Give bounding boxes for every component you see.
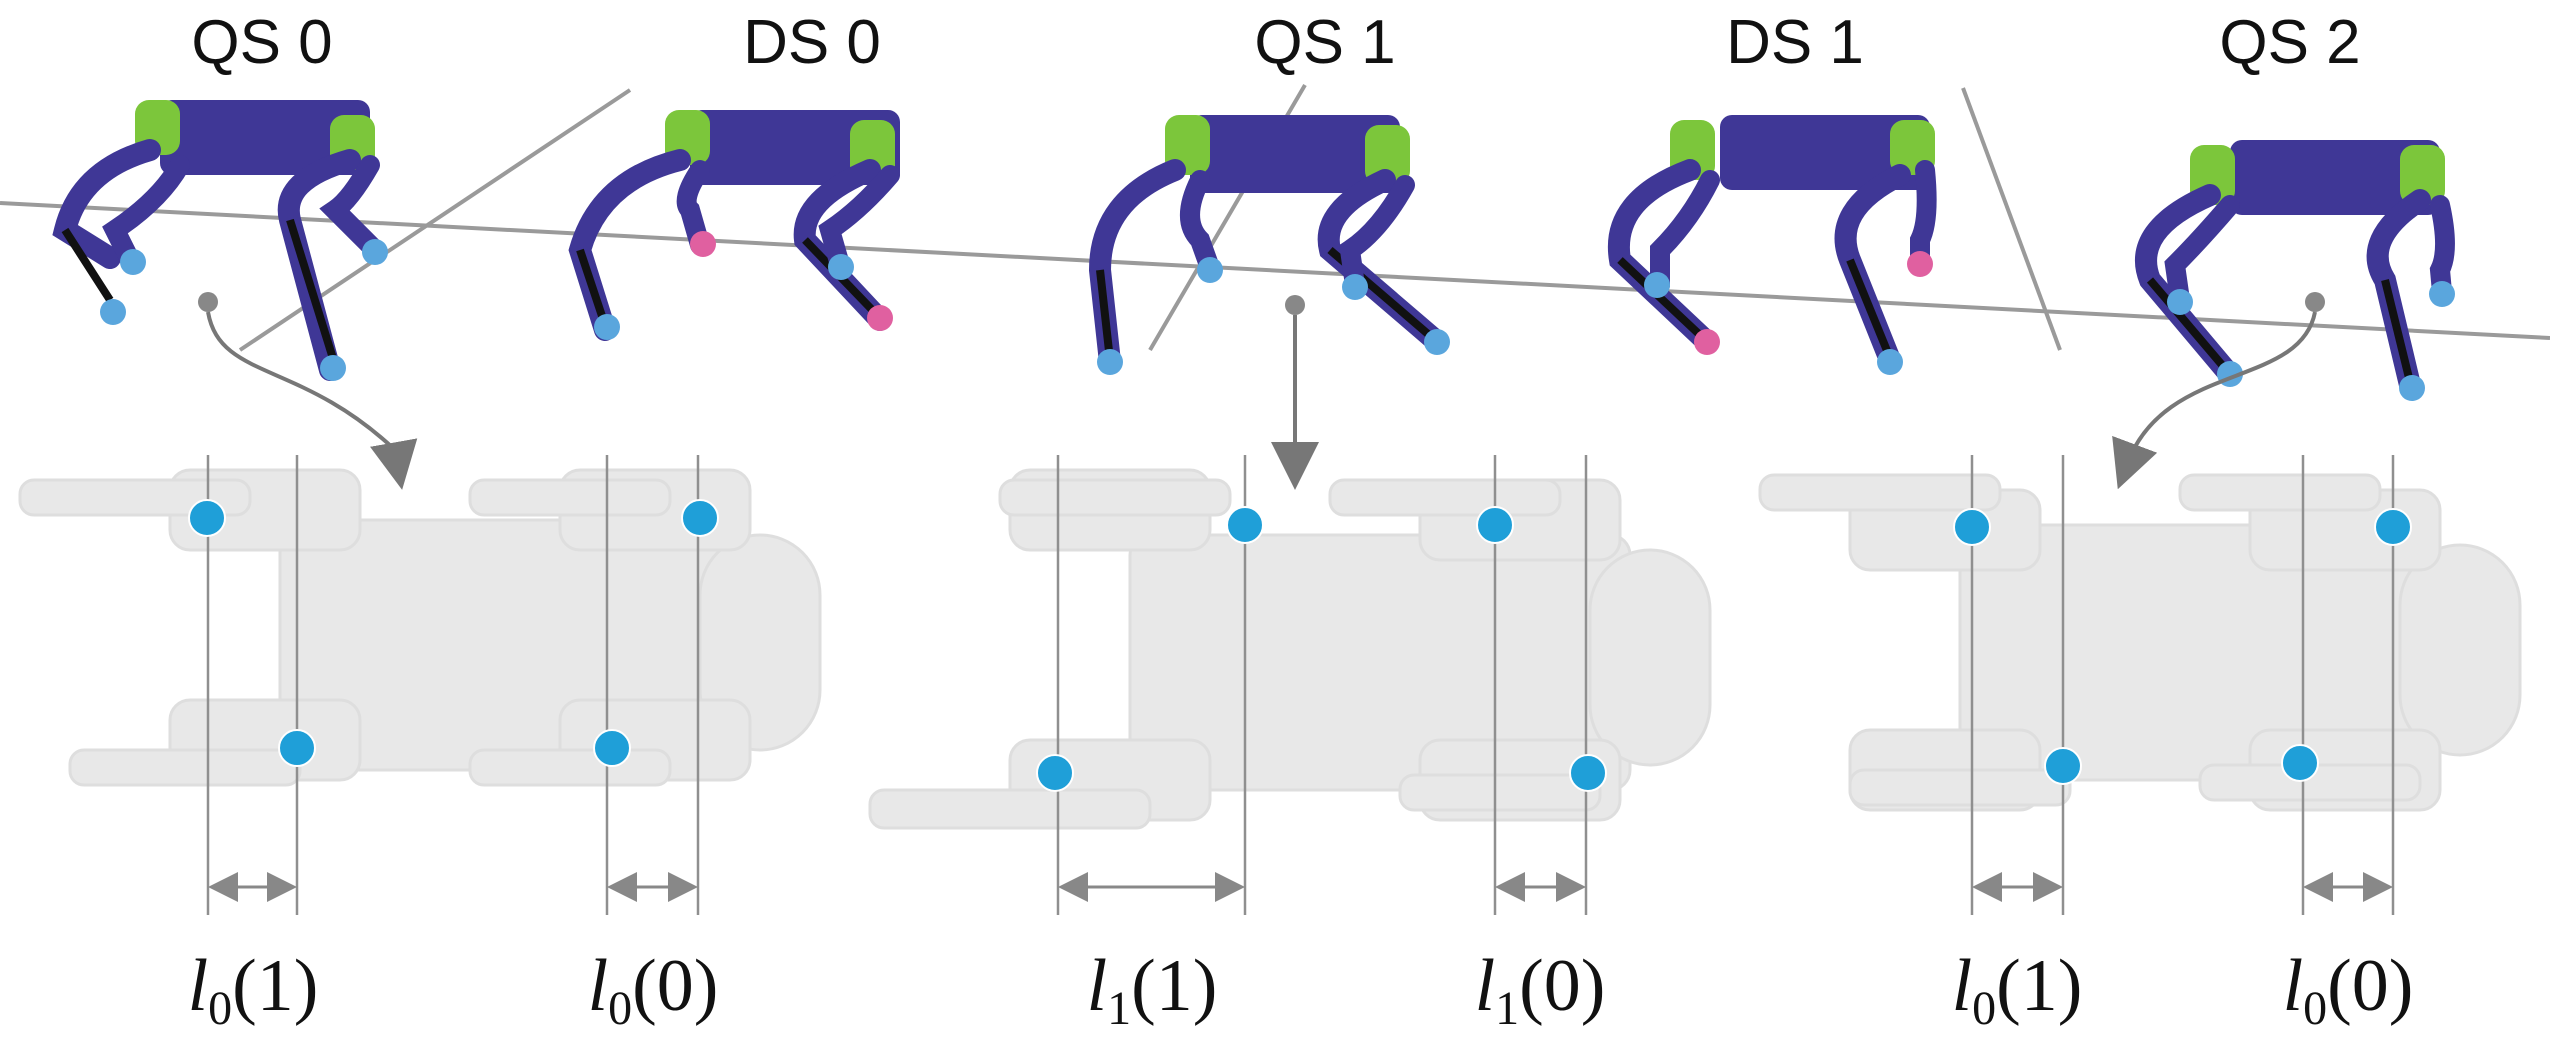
stance-foot: [2167, 289, 2193, 315]
foot-marker: [2044, 747, 2082, 785]
phase-title-qs1: QS 1: [1254, 8, 1395, 77]
curved-arrow-icon: [2112, 311, 2317, 490]
phase-title-qs0: QS 0: [191, 8, 332, 77]
phase-title-qs2: QS 2: [2219, 8, 2360, 77]
foot-marker: [2281, 744, 2319, 782]
swing-foot: [1694, 329, 1720, 355]
phase-title-ds0: DS 0: [743, 8, 881, 77]
foot-marker: [1036, 754, 1074, 792]
stance-foot: [828, 254, 854, 280]
com-marker: [2305, 292, 2325, 312]
phase-titles: QS 0 DS 0 QS 1 DS 1 QS 2: [191, 8, 2360, 77]
robot-top-view-icon: [868, 468, 1712, 830]
swing-foot: [690, 231, 716, 257]
foot-marker: [593, 729, 631, 767]
stance-foot: [1644, 272, 1670, 298]
robot-side-view-icon: [568, 110, 900, 341]
stance-foot: [120, 249, 146, 275]
com-marker: [198, 292, 218, 312]
phase-title-ds1: DS 1: [1726, 8, 1864, 77]
foot-marker: [681, 499, 719, 537]
foot-marker: [1569, 754, 1607, 792]
measurement-label: l1(1): [1087, 945, 1218, 1035]
foot-marker: [278, 729, 316, 767]
stance-foot: [362, 239, 388, 265]
robot-side-view-ds1: [1607, 115, 1937, 375]
stance-foot: [594, 314, 620, 340]
stance-foot: [2399, 375, 2425, 401]
robot-side-view-qs2: [2135, 140, 2455, 401]
transition-arrows: [206, 311, 2317, 490]
top-view-feet: [188, 499, 2412, 792]
curved-arrow-icon: [206, 311, 418, 490]
foot-marker: [188, 499, 226, 537]
stance-foot: [2429, 281, 2455, 307]
measurement-label: l1(0): [1475, 945, 1606, 1035]
swing-foot: [867, 305, 893, 331]
swing-foot: [1907, 251, 1933, 277]
stance-foot: [1097, 349, 1123, 375]
robot-side-view-icon: [2135, 140, 2455, 396]
robot-side-view-icon: [1607, 115, 1937, 371]
com-marker: [1285, 295, 1305, 315]
stance-foot: [320, 355, 346, 381]
measurement-label: l0(0): [2283, 945, 2414, 1035]
robot-side-view-qs1: [1088, 115, 1450, 375]
foot-marker: [1226, 506, 1264, 544]
stance-foot: [1342, 274, 1368, 300]
measurement-labels: l0(1) l0(0) l1(1) l1(0) l0(1) l0(0): [188, 945, 2414, 1035]
measurement-label: l0(1): [1952, 945, 2083, 1035]
stance-foot: [100, 299, 126, 325]
measurement-label: l0(1): [188, 945, 319, 1035]
foot-marker: [1953, 508, 1991, 546]
robot-side-view-icon: [52, 100, 385, 381]
robot-side-view-ds0: [568, 110, 900, 341]
stance-foot: [1424, 329, 1450, 355]
robot-side-view-icon: [1088, 115, 1446, 373]
robot-side-view-qs0: [52, 100, 388, 381]
foot-marker: [2374, 508, 2412, 546]
stance-foot: [1877, 349, 1903, 375]
measurement-label: l0(0): [588, 945, 719, 1035]
foot-marker: [1476, 506, 1514, 544]
robot-top-view-middle: [868, 468, 1712, 830]
stance-foot: [1197, 257, 1223, 283]
